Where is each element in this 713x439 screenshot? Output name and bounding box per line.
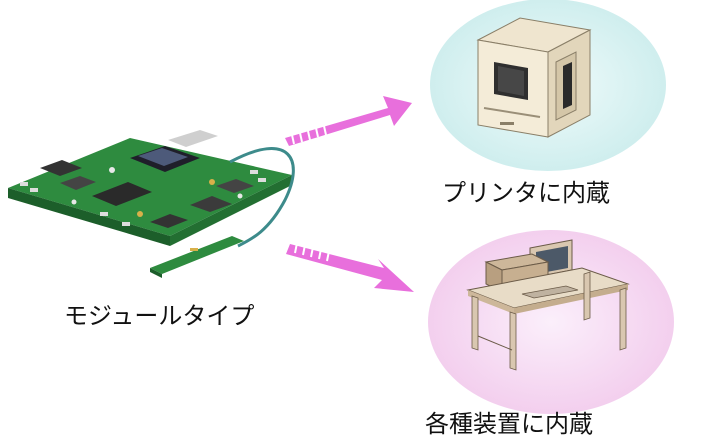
circuit-board-icon: [8, 130, 295, 278]
arrow-right-icon: [286, 242, 414, 292]
equipment-builtin-label: 各種装置に内蔵: [425, 410, 593, 438]
arrow-right-icon: [285, 96, 412, 146]
printer-builtin-label: プリンタに内蔵: [442, 179, 610, 207]
desk-terminal-icon: [466, 239, 630, 371]
module-type-label: モジュールタイプ: [64, 302, 255, 330]
printer-icon: [476, 17, 592, 138]
